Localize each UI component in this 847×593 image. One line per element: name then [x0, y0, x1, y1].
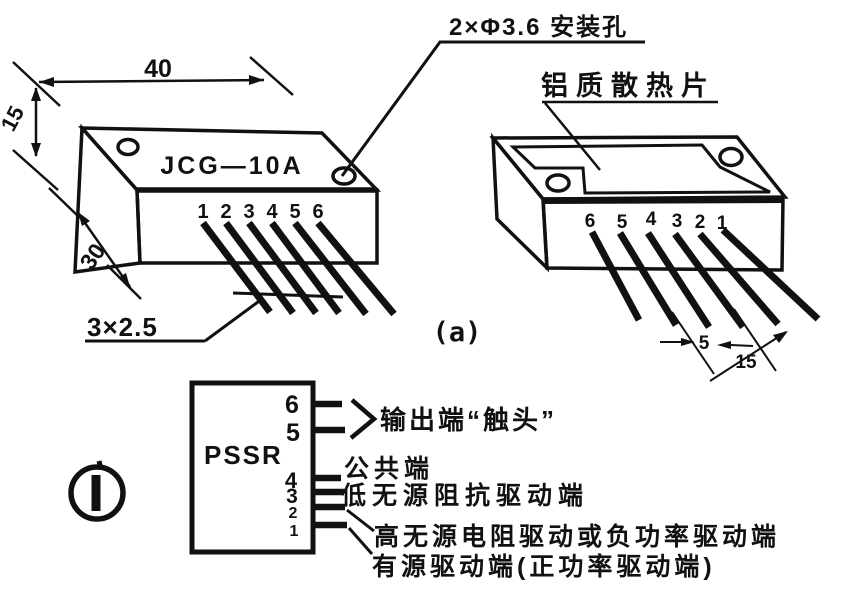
heatsink-callout: 铝质散热片	[541, 71, 718, 171]
arrowhead	[773, 331, 788, 343]
extension-line	[249, 56, 294, 96]
callout-leader	[340, 40, 645, 177]
right-pin-number-1: 1	[717, 213, 728, 234]
pin-lead	[588, 230, 643, 322]
dimension-width: 40	[12, 55, 294, 107]
pin-lead	[246, 220, 319, 316]
right-pin-number-6: 6	[585, 211, 596, 232]
right-pin-number-4: 4	[646, 209, 657, 230]
lead-section-value: 3×2.5	[87, 312, 158, 342]
callout-cross-line	[232, 291, 344, 299]
marker-nub	[96, 460, 104, 470]
arrowhead	[31, 143, 41, 157]
dimension-height: 15	[0, 87, 59, 191]
pin-lead	[292, 220, 369, 317]
output-pins-brace	[349, 398, 378, 440]
extension-line	[48, 187, 81, 219]
marker-circle	[68, 464, 126, 522]
left-pin-number-5: 5	[289, 201, 300, 223]
lead-section-callout: 3×2.5	[85, 291, 344, 343]
label-high-resistance-terminal: 高无源电阻驱动或负功率驱动端	[374, 522, 780, 551]
dimension-line	[76, 212, 132, 288]
left-view-side-face	[73, 123, 142, 275]
pin-lead	[697, 231, 781, 327]
arrowhead	[681, 338, 695, 346]
schematic-pin-2: 2	[289, 505, 298, 522]
callout-leader	[204, 297, 263, 343]
right-view-front-edge	[542, 197, 784, 204]
label-common-terminal: 公共端	[344, 455, 434, 483]
callout-leader	[544, 102, 601, 171]
pssr-label: PSSR	[204, 440, 283, 470]
pin-lead	[645, 231, 712, 329]
arrowhead	[118, 273, 130, 287]
dimension-line	[709, 331, 787, 382]
schematic-pin-1: 1	[290, 523, 299, 540]
left-pin-number-2: 2	[220, 201, 231, 223]
heatsink-plate-outline	[509, 143, 771, 195]
label-low-impedance-terminal: 低无源阻抗驱动端	[340, 481, 589, 510]
mounting-hole-left	[116, 137, 140, 157]
pssr-box	[189, 380, 316, 555]
heatsink-label: 铝质散热片	[541, 71, 716, 101]
lead-pitch-dimension: 5	[660, 308, 777, 375]
pin-schematic: PSSR 6 5 4 3 2 1 输出端“触头” 公共端 低无源阻抗驱动端 高无…	[189, 380, 780, 581]
dim-height-value: 15	[0, 102, 29, 135]
lead-length-value: 15	[735, 352, 757, 373]
mounting-hole-right	[331, 166, 357, 186]
model-label: JCG—10A	[160, 152, 303, 180]
right-pin-number-5: 5	[617, 212, 628, 233]
dim-width-value: 40	[144, 55, 172, 83]
lead-length-dimension: 15	[709, 331, 788, 382]
extension-line	[671, 311, 715, 375]
pin-lead	[672, 231, 746, 330]
pin-lead	[617, 231, 679, 327]
arrowhead	[39, 77, 54, 87]
extension-line	[733, 308, 777, 372]
extension-line	[12, 149, 59, 191]
left-pin-number-4: 4	[266, 201, 278, 223]
schematic-pin-5: 5	[286, 419, 300, 447]
subfigure-label: (a)	[433, 317, 482, 348]
mounting-hole-back	[718, 146, 744, 168]
schematic-pin-4: 4	[285, 468, 298, 493]
pin-lead	[200, 220, 273, 315]
left-pin-number-6: 6	[312, 201, 323, 223]
schematic-pin-stubs	[314, 400, 347, 529]
pin-lead	[720, 227, 821, 322]
lead-pitch-value: 5	[699, 333, 710, 354]
circled-one-marker	[68, 460, 126, 522]
mounting-holes-callout: 2×Φ3.6 安装孔	[340, 13, 645, 177]
arrowhead	[78, 212, 90, 226]
dimension-line	[730, 344, 754, 347]
schematic-pin-3: 3	[286, 485, 298, 508]
left-pin-number-3: 3	[243, 201, 254, 223]
arrowhead	[31, 87, 41, 101]
label-active-drive-terminal: 有源驱动端(正功率驱动端)	[372, 552, 716, 581]
left-view-pin-leads	[200, 220, 397, 317]
right-view-pin-leads	[588, 227, 821, 330]
extension-line	[12, 61, 61, 107]
leader-pin2	[346, 508, 375, 533]
mounting-hole-front	[545, 173, 571, 193]
left-pin-number-1: 1	[197, 201, 208, 223]
arrowhead	[717, 341, 731, 349]
pin-lead	[223, 220, 296, 316]
label-output-terminal: 输出端“触头”	[380, 405, 557, 435]
mounting-holes-label: 2×Φ3.6 安装孔	[449, 13, 628, 41]
schematic-pin-6: 6	[285, 391, 299, 419]
right-view-side-face	[490, 132, 550, 273]
pin-lead	[315, 220, 397, 317]
pin-lead	[269, 220, 342, 316]
right-pin-number-2: 2	[695, 212, 706, 233]
leader-pin1	[347, 527, 374, 555]
right-isometric-view: 6 5 4 3 2 1	[489, 132, 821, 330]
dimension-line	[38, 78, 265, 84]
right-pin-number-3: 3	[672, 211, 683, 232]
dimension-depth: 30	[48, 187, 142, 300]
arrowhead	[249, 75, 264, 85]
left-isometric-view: JCG—10A 1 2 3 4 5 6	[73, 123, 397, 317]
